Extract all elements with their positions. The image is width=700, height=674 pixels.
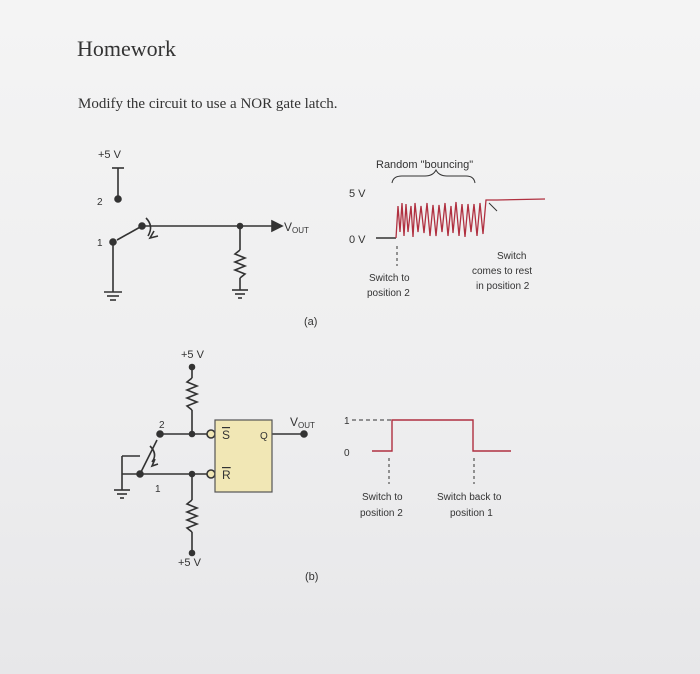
rest-pointer [488,202,498,212]
v5-label: 5 V [349,188,366,200]
page-title: Homework [77,36,176,61]
note-rest-3: in position 2 [476,281,530,292]
v0-label: 0 V [349,234,366,246]
note-b-b-1: Switch back to [437,492,502,503]
s-label: S [222,428,230,442]
pos2-a-label: 2 [97,197,103,208]
note-b-a-1: Switch to [362,492,403,503]
pos2-b-label: 2 [159,420,165,431]
supply-b-top-label: +5 V [181,349,205,361]
q-label: Q [260,431,268,442]
note-b-b-2: position 1 [450,508,493,519]
level1-label: 1 [344,416,350,427]
supply-b-bottom-label: +5 V [178,557,202,569]
note-switch-a-1: Switch to [369,273,410,284]
caption-a: (a) [304,316,317,328]
bounce-trace [395,198,546,239]
circuit-a [104,167,284,301]
note-b-a-2: position 2 [360,508,403,519]
instruction-text: Modify the circuit to use a NOR gate lat… [78,96,338,112]
pos1-a-label: 1 [97,238,103,249]
r-label: R [222,468,231,482]
vout-b-label: VOUT [290,415,315,430]
vout-a-label: VOUT [284,220,309,235]
bouncing-title: Random "bouncing" [376,159,473,171]
note-switch-a-2: position 2 [367,288,410,299]
square-trace [372,419,511,452]
pos1-b-label: 1 [155,484,161,495]
note-rest-2: comes to rest [472,266,532,277]
supply-a-label: +5 V [98,149,122,161]
latch-box [214,419,273,493]
note-rest-1: Switch [497,251,526,262]
circuit-b [114,363,308,557]
bouncing-brace [391,168,476,184]
level0-label: 0 [344,448,350,459]
caption-b: (b) [305,571,318,583]
